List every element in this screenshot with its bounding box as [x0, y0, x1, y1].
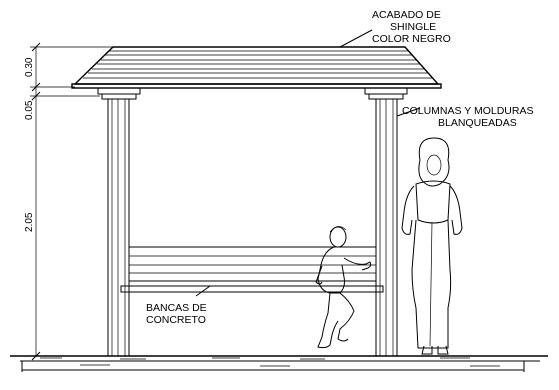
roof-label-line-1: ACABADO DE: [372, 9, 441, 21]
dimension-roof: 0.30: [24, 57, 35, 77]
dimension-molding: 0.05: [24, 100, 35, 120]
ground-slab: [10, 355, 548, 372]
bench-label-line-2: CONCRETO: [146, 314, 206, 326]
columns-label-line-1: COLUMNAS Y MOLDURAS: [402, 105, 533, 117]
woman-figure: [401, 137, 463, 355]
right-column: [364, 87, 408, 357]
columns-label-line-2: BLANQUEADAS: [438, 117, 517, 129]
dimension-column: 2.05: [24, 212, 35, 232]
shingle-roof: [71, 46, 442, 89]
annotations: ACABADO DE SHINGLE COLOR NEGRO COLUMNAS …: [146, 9, 533, 326]
leader-lines: [195, 29, 421, 297]
child-figure: [315, 226, 372, 349]
left-column: [97, 87, 141, 357]
roof-label-line-3: COLOR NEGRO: [372, 33, 451, 45]
bench-label-line-1: BANCAS DE: [146, 302, 207, 314]
roof-label-line-2: SHINGLE: [390, 21, 436, 33]
concrete-bench: [120, 246, 384, 293]
